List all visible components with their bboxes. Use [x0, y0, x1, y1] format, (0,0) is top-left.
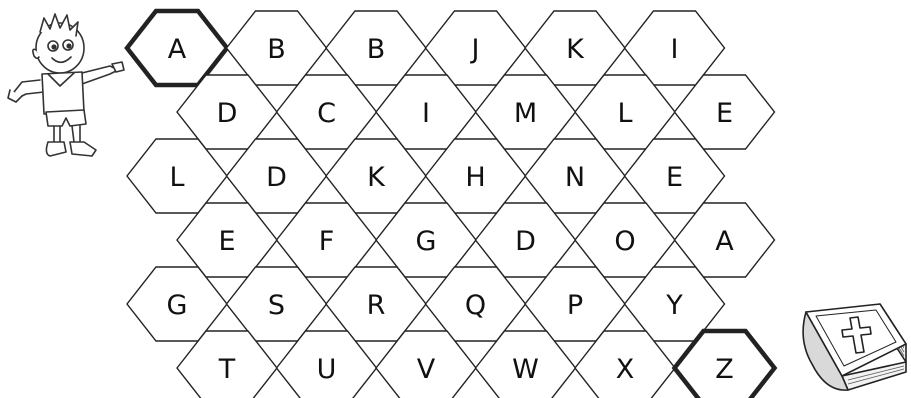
- cell-letter: B: [267, 34, 286, 65]
- cell-letter: A: [715, 226, 734, 257]
- cell-letter: C: [317, 98, 336, 129]
- maze-cell[interactable]: I: [376, 75, 476, 149]
- maze-cell[interactable]: B: [227, 11, 327, 85]
- cell-letter: T: [218, 354, 236, 385]
- maze-cell[interactable]: D: [227, 139, 327, 213]
- cell-letter: K: [367, 162, 386, 193]
- cell-letter: L: [617, 98, 632, 129]
- maze-cell[interactable]: E: [675, 75, 775, 149]
- maze-cell[interactable]: K: [326, 139, 426, 213]
- maze-cell[interactable]: L: [127, 139, 227, 213]
- cell-letter: Y: [665, 290, 683, 321]
- cell-letter: R: [367, 290, 386, 321]
- cell-letter: I: [422, 98, 430, 129]
- cell-letter: E: [716, 98, 733, 129]
- maze-cell[interactable]: A: [675, 203, 775, 277]
- cell-letter: Z: [715, 354, 734, 385]
- maze-cell[interactable]: C: [277, 75, 377, 149]
- maze-cell[interactable]: M: [476, 75, 576, 149]
- cell-letter: E: [218, 226, 235, 257]
- cell-letter: I: [671, 34, 679, 65]
- maze-cell[interactable]: E: [177, 203, 277, 277]
- cell-letter: P: [567, 290, 583, 321]
- maze-cell[interactable]: Q: [426, 267, 526, 341]
- maze-cell[interactable]: J: [426, 11, 526, 85]
- cell-letter: J: [470, 34, 480, 65]
- cell-letter: A: [168, 34, 187, 65]
- cell-letter: M: [514, 98, 537, 129]
- cell-letter: G: [167, 290, 188, 321]
- cell-letter: V: [417, 354, 436, 385]
- maze-cell[interactable]: G: [376, 203, 476, 277]
- cell-letter: O: [614, 226, 635, 257]
- cell-letter: D: [515, 226, 536, 257]
- cell-letter: U: [317, 354, 337, 385]
- maze-cell[interactable]: R: [326, 267, 426, 341]
- cell-letter: F: [319, 226, 335, 257]
- cell-letter: L: [169, 162, 184, 193]
- cell-letter: N: [565, 162, 585, 193]
- maze-cell[interactable]: F: [277, 203, 377, 277]
- maze-cell[interactable]: A: [127, 11, 227, 85]
- maze-cell[interactable]: L: [575, 75, 675, 149]
- cell-letter: W: [512, 354, 539, 385]
- cell-letter: K: [566, 34, 585, 65]
- cell-letter: X: [616, 354, 635, 385]
- cell-letter: S: [268, 290, 285, 321]
- cell-letter: G: [416, 226, 437, 257]
- maze-cell[interactable]: D: [476, 203, 576, 277]
- cell-letter: D: [217, 98, 238, 129]
- maze-cell[interactable]: O: [575, 203, 675, 277]
- maze-cell[interactable]: P: [525, 267, 625, 341]
- maze-cell[interactable]: N: [525, 139, 625, 213]
- cell-letter: E: [666, 162, 683, 193]
- maze-cell[interactable]: K: [525, 11, 625, 85]
- cell-letter: B: [367, 34, 386, 65]
- maze-cell[interactable]: H: [426, 139, 526, 213]
- maze-cell[interactable]: G: [127, 267, 227, 341]
- cell-letter: Q: [465, 290, 486, 321]
- maze-cell[interactable]: B: [326, 11, 426, 85]
- cell-letter: D: [266, 162, 287, 193]
- cell-letter: H: [465, 162, 485, 193]
- maze-cell[interactable]: I: [625, 11, 725, 85]
- maze-cell[interactable]: E: [625, 139, 725, 213]
- maze-cell[interactable]: S: [227, 267, 327, 341]
